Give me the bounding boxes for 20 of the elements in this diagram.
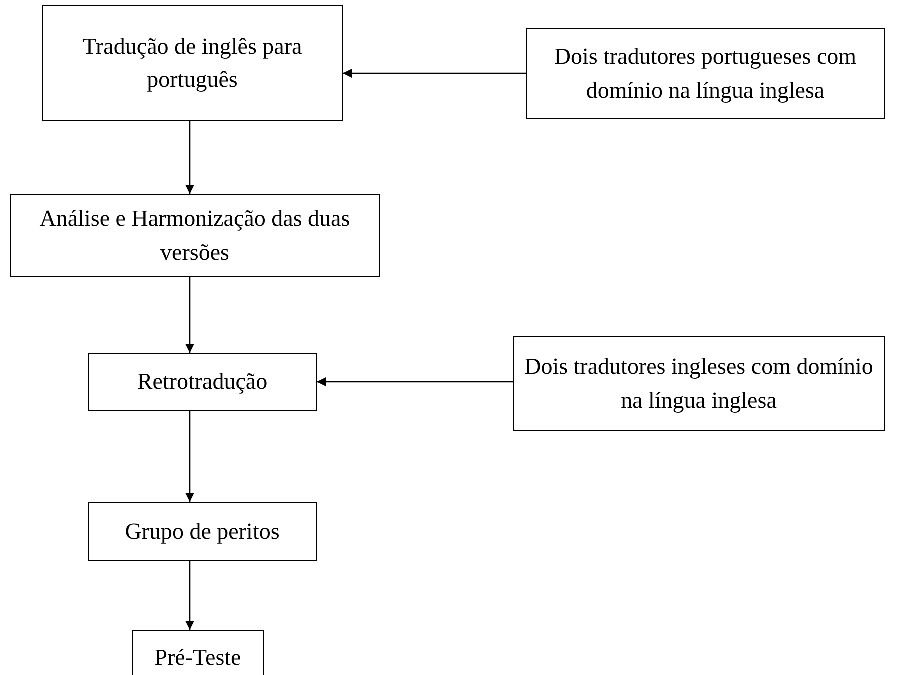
process-box [88, 502, 317, 561]
arrow [186, 411, 194, 502]
arrow [317, 378, 513, 386]
box-label: Dois tradutores ingleses com domínio na língua inglesa [524, 353, 874, 415]
process-box [10, 194, 380, 277]
box-label: Análise e Harmonização das duas versões [38, 205, 352, 266]
arrow [343, 69, 526, 78]
box-label: Dois tradutores portugueses com domínio na língua inglesa [553, 43, 858, 105]
process-box [132, 630, 264, 675]
box-label: Grupo de peritos [125, 518, 280, 546]
arrow [186, 277, 194, 353]
arrow [186, 121, 194, 194]
process-box [513, 336, 885, 431]
box-label: Tradução de inglês para português [82, 32, 304, 94]
process-box [42, 5, 343, 121]
process-box [526, 28, 885, 119]
process-box [88, 353, 317, 411]
box-label: Retrotradução [137, 368, 268, 396]
box-label: Pré-Teste [154, 644, 242, 672]
arrow [186, 561, 194, 630]
